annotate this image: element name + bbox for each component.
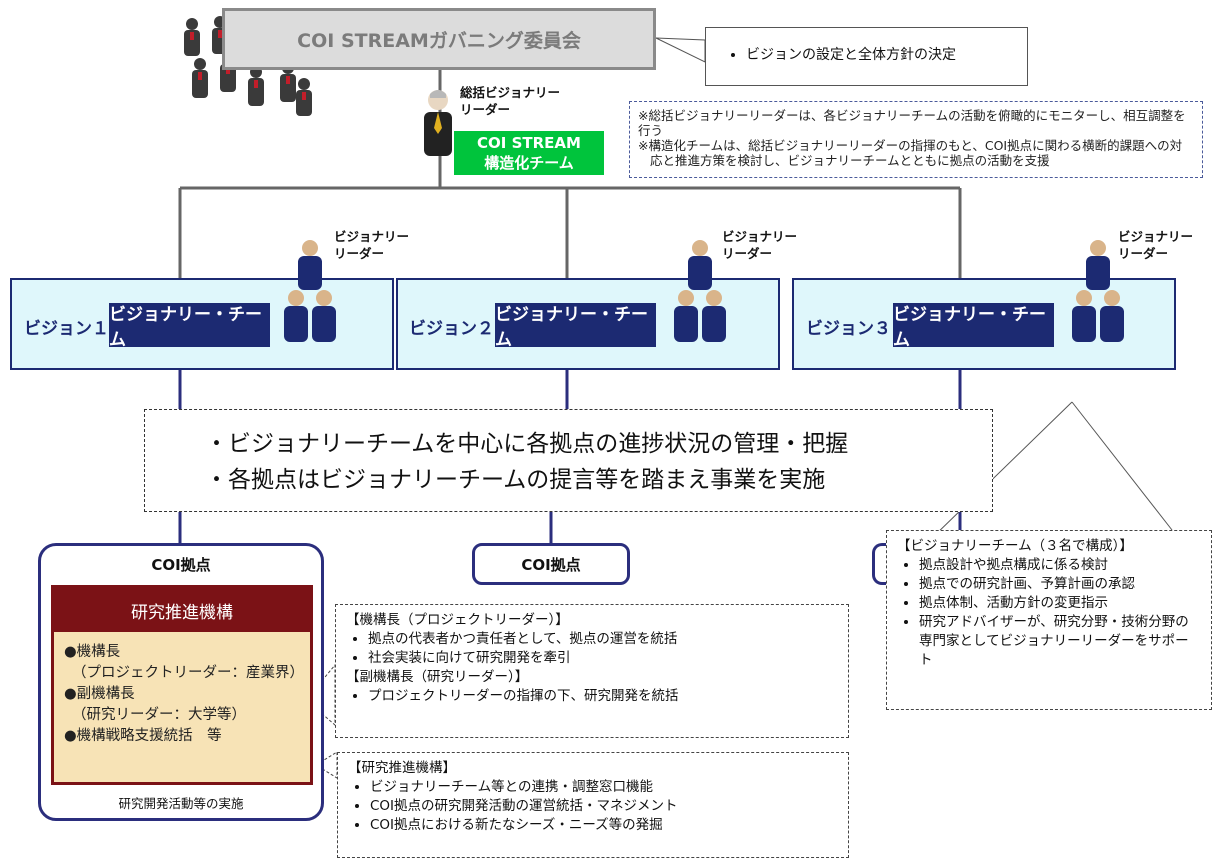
deputy-director-item: プロジェクトリーダーの指揮の下、研究開発を統括 [368, 687, 838, 706]
director-item: 拠点の代表者かつ責任者として、拠点の運営を統括 [368, 630, 838, 649]
notes-box: ※総括ビジョナリーリーダーは、各ビジョナリーチームの活動を俯瞰的にモニターし、相… [629, 101, 1203, 178]
research-org-item: COI拠点における新たなシーズ・ニーズ等の発掘 [370, 816, 838, 835]
structuring-team-line2: 構造化チーム [484, 154, 574, 172]
director-heading: 【機構長（プロジェクトリーダー）】 [346, 612, 569, 628]
research-promotion-org-title: 研究推進機構 [54, 588, 310, 632]
management-summary-line2: ・各拠点はビジョナリーチームの提言等を踏まえ事業を実施 [205, 467, 826, 493]
governance-callout-item: ビジョンの設定と全体方針の決定 [746, 44, 1027, 64]
rpo-line: ●機構長 [64, 644, 121, 660]
coi-hub-middle: COI拠点 [472, 543, 630, 585]
coi-hub-footer: 研究開発活動等の実施 [118, 796, 244, 811]
governing-committee-title: COI STREAMガバニング委員会 [297, 29, 581, 52]
visionary-leader-label-3-line1: ビジョナリー [1118, 229, 1194, 244]
rpo-line: （研究リーダー：大学等） [72, 707, 246, 723]
visionary-team-2: ビジョナリー・チーム [495, 303, 656, 350]
director-description-box: 【機構長（プロジェクトリーダー）】 拠点の代表者かつ責任者として、拠点の運営を統… [335, 604, 849, 738]
chief-leader-label: 総括ビジョナリー リーダー [460, 84, 560, 118]
visionary-leader-label-1-line1: ビジョナリー [334, 229, 410, 244]
deputy-director-heading: 【副機構長（研究リーダー）】 [346, 669, 529, 685]
visionary-team-people-icon [1072, 240, 1124, 342]
rpo-line: ●機構戦略支援統括 等 [64, 728, 222, 744]
visionary-team-desc-item: 拠点体制、活動方針の変更指示 [919, 594, 1201, 613]
chief-leader-label-line1: 総括ビジョナリー [460, 85, 561, 100]
research-promotion-org-body: ●機構長 （プロジェクトリーダー：産業界） ●副機構長 （研究リーダー：大学等）… [54, 632, 310, 747]
visionary-team-desc-item: 拠点での研究計画、予算計画の承認 [919, 575, 1201, 594]
research-promotion-org-box: 研究推進機構 ●機構長 （プロジェクトリーダー：産業界） ●副機構長 （研究リー… [51, 585, 313, 785]
coi-hub-middle-title: COI拠点 [521, 555, 581, 574]
note-line3: 応と推進方策を検討し、ビジョナリーチームとともに拠点の活動を支援 [650, 153, 1050, 168]
visionary-leader-label-1: ビジョナリー リーダー [334, 228, 409, 262]
visionary-leader-label-2: ビジョナリー リーダー [722, 228, 797, 262]
visionary-team-desc-item: 研究アドバイザーが、研究分野・技術分野の専門家としてビジョナリーリーダーをサポー… [919, 613, 1201, 670]
research-org-description-box: 【研究推進機構】 ビジョナリーチーム等との連携・調整窓口機能 COI拠点の研究開… [337, 752, 849, 858]
visionary-leader-label-2-line1: ビジョナリー [722, 229, 798, 244]
visionary-leader-label-3: ビジョナリー リーダー [1118, 228, 1193, 262]
vision-label-2: ビジョン２ [409, 319, 494, 339]
research-org-item: COI拠点の研究開発活動の運営統括・マネジメント [370, 797, 838, 816]
research-org-item: ビジョナリーチーム等との連携・調整窓口機能 [370, 778, 838, 797]
coi-hub-main-title: COI拠点 [151, 556, 211, 574]
visionary-team-people-icon [674, 240, 726, 342]
note-line1: ※総括ビジョナリーリーダーは、各ビジョナリーチームの活動を俯瞰的にモニターし、相… [638, 108, 1186, 138]
management-summary-box: ・ビジョナリーチームを中心に各拠点の進捗状況の管理・把握 ・各拠点はビジョナリー… [144, 409, 993, 512]
director-item: 社会実装に向けて研究開発を牽引 [368, 649, 838, 668]
management-summary-line1: ・ビジョナリーチームを中心に各拠点の進捗状況の管理・把握 [205, 431, 849, 457]
chief-leader-label-line2: リーダー [460, 102, 511, 117]
visionary-leader-label-2-line2: リーダー [722, 246, 773, 261]
visionary-team-3: ビジョナリー・チーム [893, 303, 1054, 350]
governance-callout: ビジョンの設定と全体方針の決定 [705, 27, 1028, 86]
vision-label-1: ビジョン１ [24, 319, 109, 339]
visionary-team-1: ビジョナリー・チーム [109, 303, 270, 350]
rpo-line: （プロジェクトリーダー：産業界） [72, 665, 304, 681]
visionary-team-desc-item: 拠点設計や拠点構成に係る検討 [919, 556, 1201, 575]
visionary-team-description-box: 【ビジョナリーチーム（３名で構成）】 拠点設計や拠点構成に係る検討 拠点での研究… [886, 530, 1212, 710]
structuring-team-line1: COI STREAM [477, 134, 581, 152]
governing-committee-box: COI STREAMガバニング委員会 [222, 8, 656, 70]
research-org-heading: 【研究推進機構】 [348, 760, 456, 776]
visionary-team-people-icon [284, 240, 336, 342]
visionary-team-desc-heading: 【ビジョナリーチーム（３名で構成）】 [897, 538, 1133, 554]
structuring-team-box: COI STREAM 構造化チーム [454, 131, 604, 175]
visionary-leader-label-3-line2: リーダー [1118, 246, 1169, 261]
chief-leader-icon [424, 90, 452, 156]
vision-label-3: ビジョン３ [806, 319, 891, 339]
note-line2: ※構造化チームは、総括ビジョナリーリーダーの指揮のもと、COI拠点に関わる横断的… [638, 138, 1183, 153]
visionary-leader-label-1-line2: リーダー [334, 246, 385, 261]
rpo-line: ●副機構長 [64, 686, 135, 702]
